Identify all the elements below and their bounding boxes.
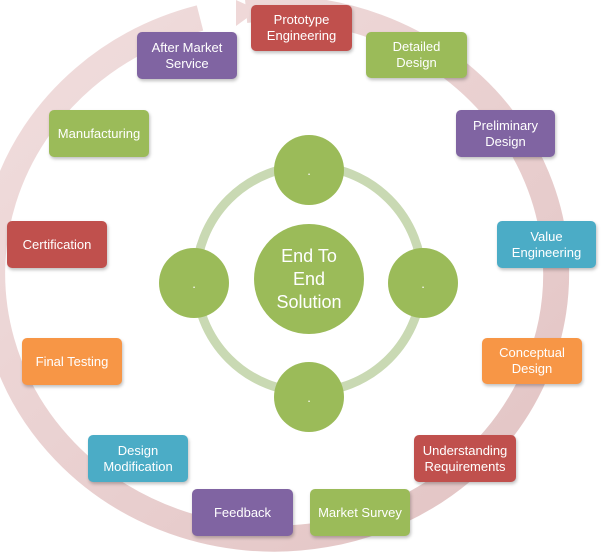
center-circle [254, 224, 364, 334]
step-certification: Certification [7, 221, 107, 268]
step-preliminary-design: Preliminary Design [456, 110, 555, 157]
step-design-modification: Design Modification [88, 435, 188, 482]
step-prototype-engineering: Prototype Engineering [251, 5, 352, 51]
satellite-label-right: . [421, 275, 425, 291]
step-value-engineering: Value Engineering [497, 221, 596, 268]
step-manufacturing: Manufacturing [49, 110, 149, 157]
step-feedback: Feedback [192, 489, 293, 536]
step-after-market-service: After Market Service [137, 32, 237, 79]
cycle-arrow-head [236, 0, 258, 26]
step-understanding-requirements: Understanding Requirements [414, 435, 516, 482]
satellite-circle-top [274, 135, 344, 205]
satellite-circle-left [159, 248, 229, 318]
satellite-circle-bottom [274, 362, 344, 432]
satellite-circle-right [388, 248, 458, 318]
step-conceptual-design: Conceptual Design [482, 338, 582, 384]
satellite-label-bottom: . [307, 389, 311, 405]
satellite-label-top: . [307, 162, 311, 178]
step-detailed-design: Detailed Design [366, 32, 467, 78]
satellite-label-left: . [192, 275, 196, 291]
step-market-survey: Market Survey [310, 489, 410, 536]
step-final-testing: Final Testing [22, 338, 122, 385]
center-label: End To End Solution [276, 245, 342, 312]
